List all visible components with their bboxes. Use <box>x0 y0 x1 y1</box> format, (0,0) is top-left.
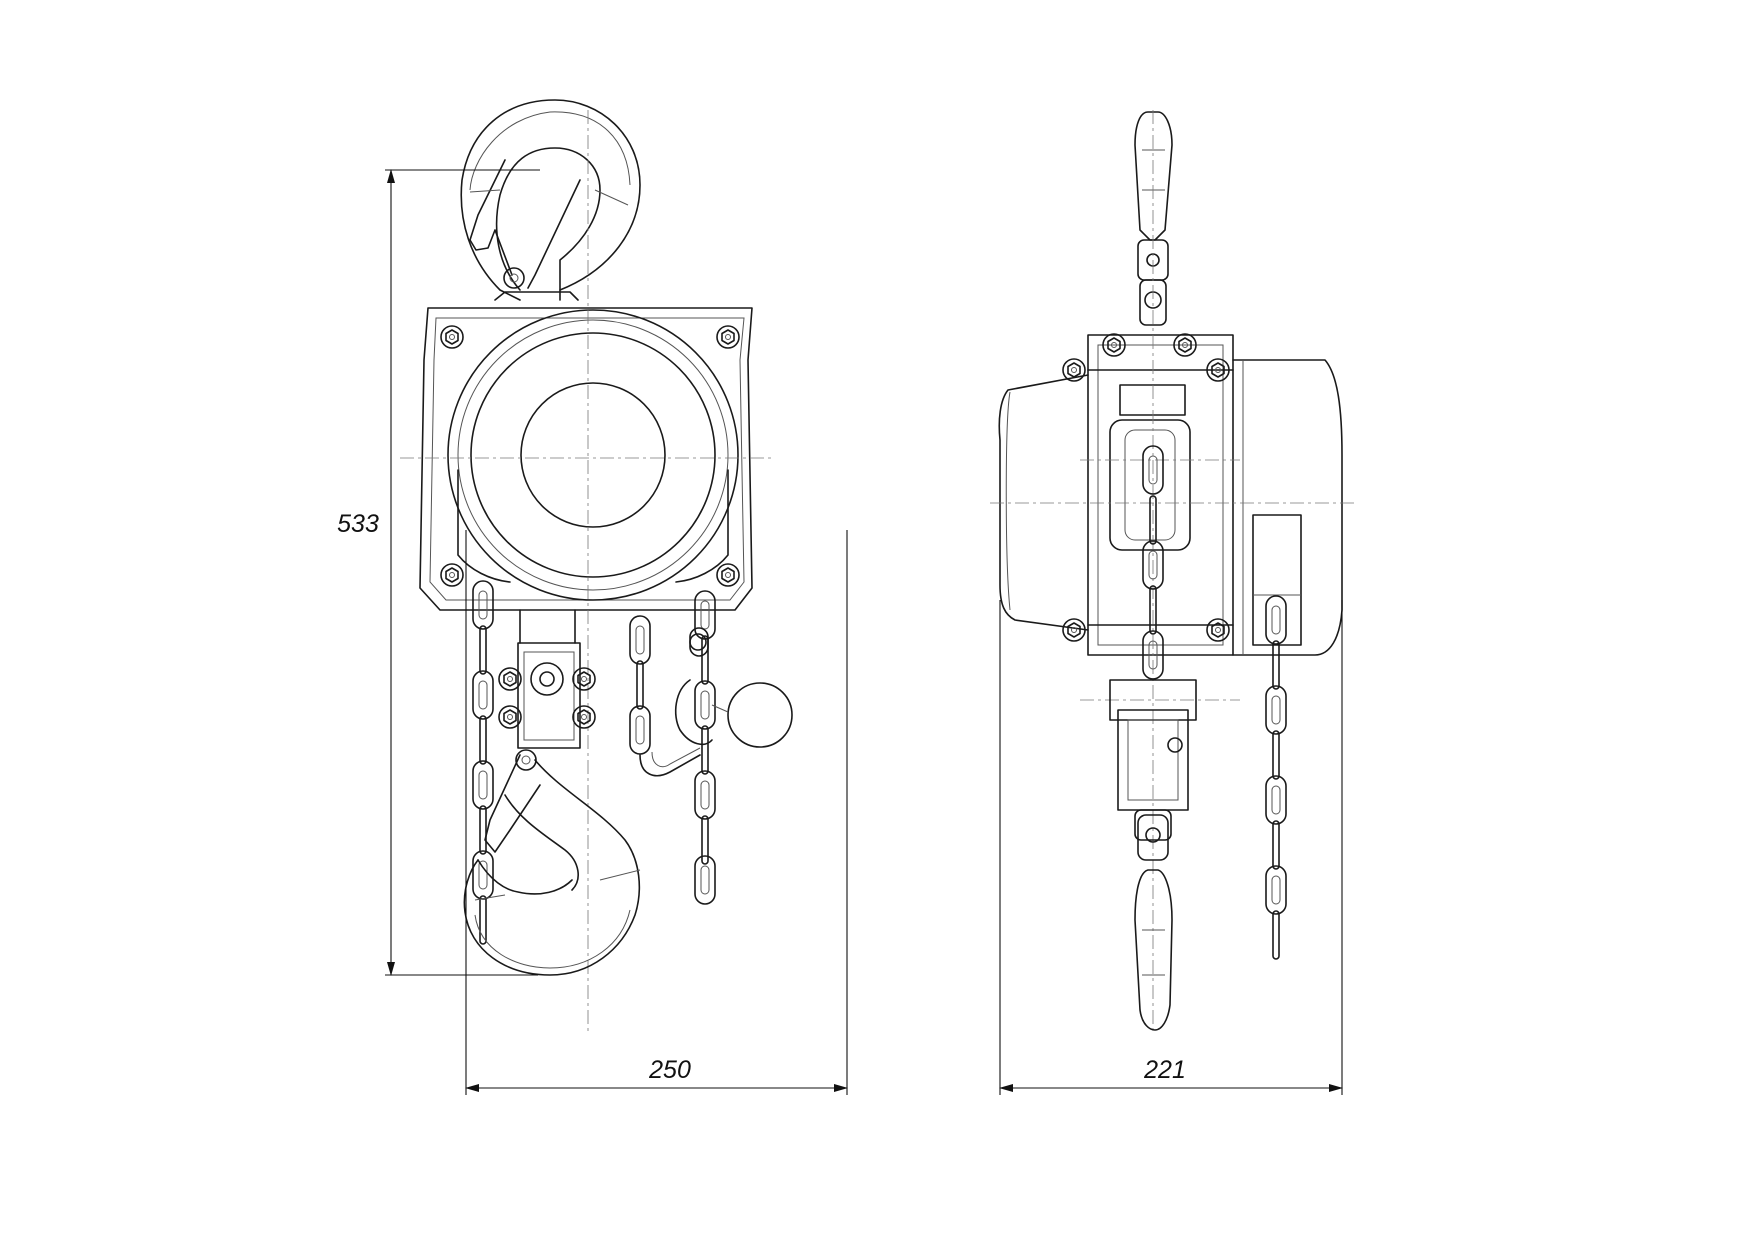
side-bottom-hook <box>1134 814 1173 1031</box>
side-view: 221 <box>990 110 1355 1095</box>
left-load-chain <box>472 580 494 945</box>
front-housing <box>419 307 753 611</box>
front-view: 533 250 <box>337 99 848 1095</box>
side-gear-housing <box>1232 359 1343 656</box>
bottom-block <box>498 609 596 749</box>
side-frame <box>1062 333 1234 656</box>
side-width-dimension: 221 <box>999 600 1343 1095</box>
slack-chain <box>629 615 701 777</box>
height-dimension-label: 533 <box>337 510 379 538</box>
side-width-label: 221 <box>1143 1056 1186 1084</box>
front-width-label: 250 <box>648 1056 691 1084</box>
side-bottom-block <box>1109 679 1197 841</box>
bottom-hook <box>463 749 641 976</box>
hand-chain <box>674 590 793 905</box>
height-dimension: 533 <box>337 169 540 976</box>
side-hand-chain <box>1265 595 1287 960</box>
top-hook <box>460 99 641 301</box>
front-width-dimension: 250 <box>465 530 848 1095</box>
hand-wheel-cover <box>998 374 1089 631</box>
side-top-hook <box>1134 111 1173 326</box>
